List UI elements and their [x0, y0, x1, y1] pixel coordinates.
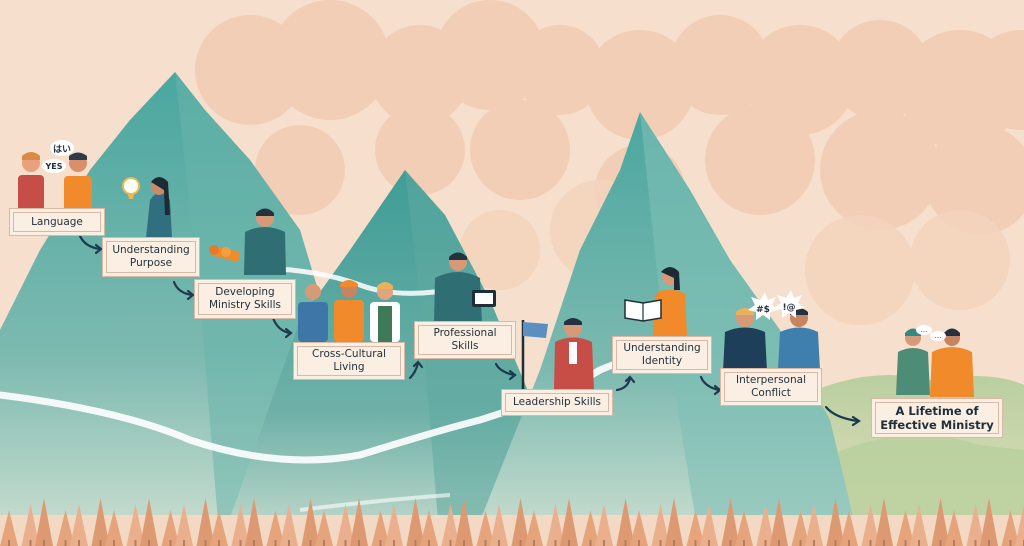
tree	[1001, 510, 1020, 546]
tree	[1015, 504, 1024, 546]
tree	[931, 498, 950, 546]
tree	[490, 504, 508, 546]
step-understanding-purpose: Understanding Purpose	[106, 241, 196, 273]
tree	[161, 510, 180, 546]
tree	[441, 504, 460, 546]
tree	[476, 510, 495, 546]
tree	[861, 504, 880, 546]
tree	[126, 504, 145, 546]
tree	[945, 510, 963, 546]
tree	[980, 498, 998, 546]
people-cross-cultural	[298, 280, 400, 342]
tree	[56, 510, 75, 546]
tree	[406, 498, 425, 546]
person-developing-ministry	[209, 208, 286, 275]
tree	[686, 510, 705, 546]
tree	[336, 504, 355, 546]
step-understanding-identity: Understanding Identity	[616, 340, 708, 370]
tree	[21, 504, 40, 546]
tree	[525, 510, 543, 546]
speech-bubble-conflict: #$ !@	[748, 290, 805, 320]
tree	[266, 510, 285, 546]
tree	[560, 498, 578, 546]
step-developing-ministry-skills: Developing Ministry Skills	[198, 283, 292, 315]
tree	[420, 510, 438, 546]
tree	[805, 504, 823, 546]
tree	[546, 504, 565, 546]
tree	[896, 510, 915, 546]
tree	[770, 498, 788, 546]
speech-bubble-final: ... ...	[916, 325, 946, 341]
person-understanding-identity	[624, 267, 687, 336]
tree	[301, 498, 320, 546]
tree	[231, 504, 250, 546]
tree	[735, 510, 753, 546]
tree	[140, 498, 158, 546]
tree	[910, 504, 928, 546]
bubble-english-yes: YES	[44, 162, 62, 171]
tree	[791, 510, 810, 546]
step-language: Language	[13, 212, 101, 232]
person-leadership	[521, 318, 594, 392]
person-understanding-purpose	[122, 177, 172, 238]
tree	[175, 504, 193, 546]
step-leadership-skills: Leadership Skills	[505, 393, 609, 412]
tree	[70, 504, 88, 546]
bubble-conflict-right: !@	[782, 303, 795, 313]
tree	[966, 504, 985, 546]
tree	[91, 498, 110, 546]
person-professional-skills	[434, 252, 496, 325]
bubble-final-right: ...	[935, 332, 942, 340]
tree	[280, 504, 298, 546]
tree-line	[0, 498, 1024, 546]
tree	[826, 498, 845, 546]
tree	[721, 498, 740, 546]
bubble-final-left: ...	[921, 326, 928, 334]
tree	[595, 504, 613, 546]
tree	[210, 510, 228, 546]
step-arrows	[78, 234, 861, 427]
bubble-japanese-yes: はい	[53, 144, 71, 155]
tree	[196, 498, 215, 546]
speech-bubble-language: はい YES	[42, 140, 74, 173]
tree	[840, 510, 858, 546]
tree	[350, 498, 368, 546]
clouds	[195, 0, 1024, 235]
tree	[665, 498, 683, 546]
tree	[511, 498, 530, 546]
tree	[315, 510, 333, 546]
tree	[245, 498, 263, 546]
tree	[0, 510, 18, 546]
people-lifetime-ministry	[896, 328, 974, 397]
bubble-conflict-left: #$	[756, 305, 770, 315]
people-language	[18, 152, 92, 212]
tree	[581, 510, 600, 546]
tree	[105, 510, 123, 546]
tree	[385, 504, 403, 546]
tree	[875, 498, 893, 546]
tree	[651, 504, 670, 546]
step-professional-skills: Professional Skills	[418, 325, 512, 355]
step-lifetime-effective-ministry: A Lifetime of Effective Ministry	[875, 402, 999, 434]
tree	[455, 498, 473, 546]
tree	[371, 510, 390, 546]
step-cross-cultural-living: Cross-Cultural Living	[297, 346, 401, 376]
tree	[630, 510, 648, 546]
tree	[35, 498, 53, 546]
step-interpersonal-conflict: Interpersonal Conflict	[724, 372, 818, 402]
tree	[756, 504, 775, 546]
tree	[700, 504, 718, 546]
tree	[616, 498, 635, 546]
